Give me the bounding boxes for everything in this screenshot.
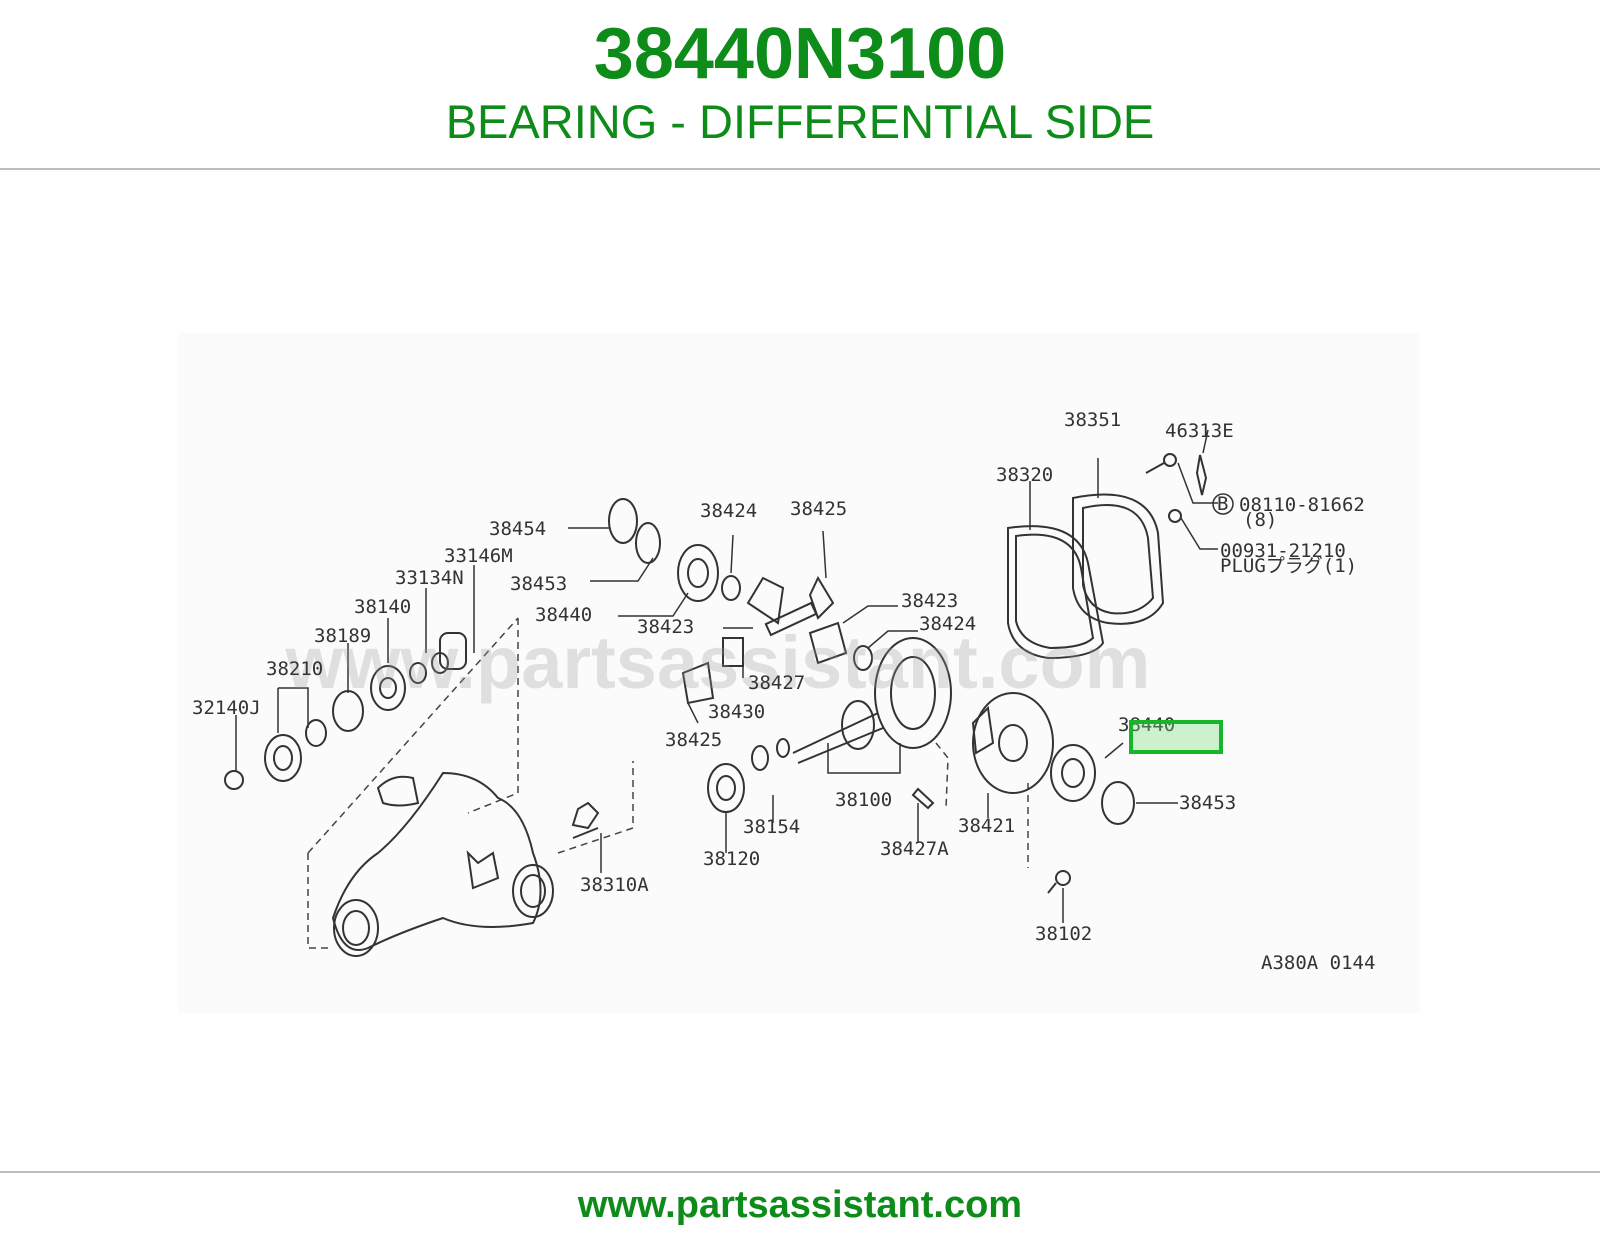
label-38102: 38102 [1035,923,1092,945]
diagram-svg: www.partsassistant.com 38351 46313E 3832… [178,333,1420,1013]
label-32140J: 32140J [192,697,261,719]
footer-url-link[interactable]: www.partsassistant.com [577,1184,1023,1226]
callout-labels: 38351 46313E 38320 B 08110-81662 (8) 009… [192,409,1375,974]
header-divider [0,168,1600,170]
label-38423-mid: 38423 [637,616,694,638]
label-38425-top: 38425 [790,498,847,520]
label-38424-top: 38424 [700,500,757,522]
label-38351: 38351 [1064,409,1121,431]
label-08110-qty: (8) [1243,509,1277,531]
label-38100: 38100 [835,789,892,811]
part-number-title: 38440N3100 [593,14,1007,94]
label-38140: 38140 [354,596,411,618]
label-38421: 38421 [958,815,1015,837]
label-38320: 38320 [996,464,1053,486]
differential-housing [331,771,554,957]
footer-divider [0,1171,1600,1173]
header: 38440N3100 BEARING - DIFFERENTIAL SIDE [0,0,1600,168]
label-46313E: 46313E [1165,420,1234,442]
label-08110-81662: 08110-81662 [1239,494,1365,516]
b-circle-letter: B [1217,493,1228,515]
label-33134N: 33134N [395,567,464,589]
label-38424-right: 38424 [919,613,976,635]
label-38425-bottom: 38425 [665,729,722,751]
label-38427: 38427 [748,672,805,694]
label-38210: 38210 [266,658,323,680]
label-plug: PLUGプラグ(1) [1220,555,1357,577]
exploded-parts-diagram: www.partsassistant.com 38351 46313E 3832… [178,333,1420,1013]
ring-gear-pinion [707,637,952,813]
label-33146M: 33146M [444,545,513,567]
differential-case [571,692,1135,894]
b-circle-icon [1212,493,1234,515]
assembly-dashed-lines [307,617,1029,949]
bearing-chain-upper [608,498,873,705]
highlighted-part-box[interactable] [1129,720,1223,754]
label-38189: 38189 [314,625,371,647]
diagram-background [178,333,1420,1013]
part-description: BEARING - DIFFERENTIAL SIDE [445,95,1155,148]
label-38440-left: 38440 [535,604,592,626]
label-38120: 38120 [703,848,760,870]
diagram-code: A380A 0144 [1261,952,1375,974]
label-38454: 38454 [489,518,546,540]
leader-lines [235,429,1218,923]
label-38154: 38154 [743,816,800,838]
label-00931-21210: 00931-21210 [1220,540,1346,562]
rear-cover-group [1007,453,1208,660]
label-38430: 38430 [708,701,765,723]
label-38423-right: 38423 [901,590,958,612]
label-38453-right: 38453 [1179,792,1236,814]
watermark-text: www.partsassistant.com [285,621,1151,704]
label-38310A: 38310A [580,874,649,896]
label-38427A: 38427A [880,838,949,860]
label-38453-left: 38453 [510,573,567,595]
bearing-chain-left [224,632,467,790]
